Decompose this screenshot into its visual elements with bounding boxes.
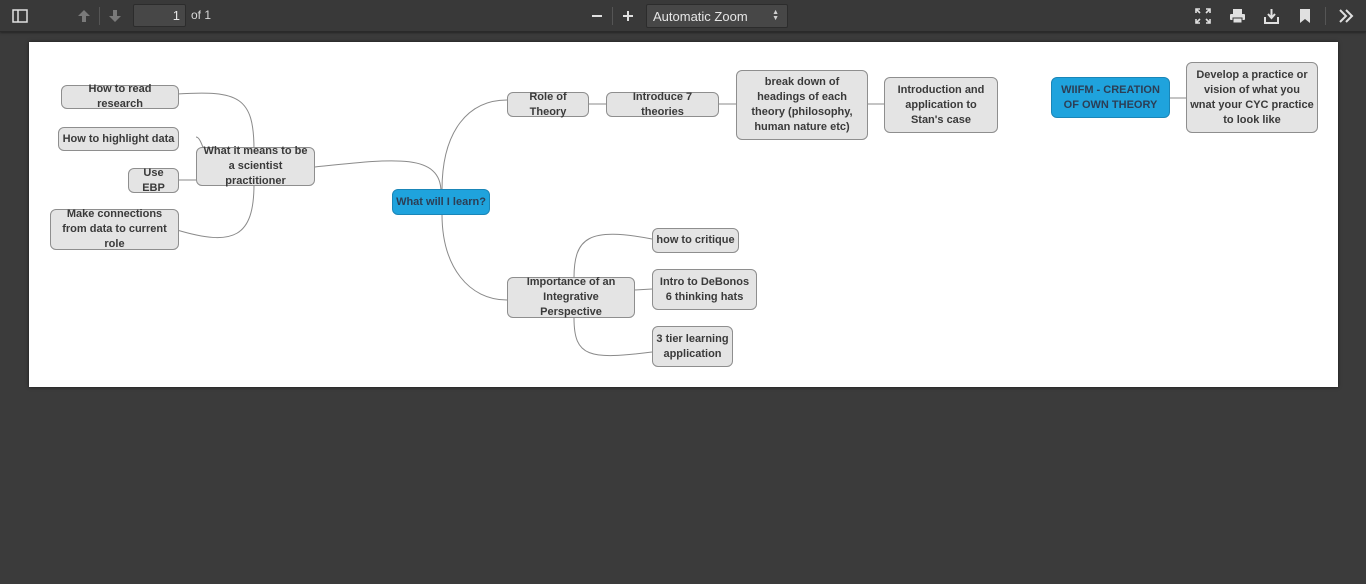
toolbar-divider [612, 7, 613, 25]
presentation-mode-icon[interactable] [1189, 4, 1217, 28]
connector-line [314, 160, 442, 193]
node-make-connections[interactable]: Make connections from data to current ro… [50, 208, 179, 250]
node-how-to-critique[interactable]: how to critique [652, 228, 739, 253]
node-develop-practice[interactable]: Develop a practice or vision of what you… [1186, 62, 1318, 133]
previous-page-icon[interactable] [70, 4, 98, 28]
connector-line [441, 99, 508, 191]
connector-line [176, 92, 255, 151]
connector-line [176, 183, 255, 238]
node-debonos-hats[interactable]: Intro to DeBonos 6 thinking hats [652, 269, 757, 310]
node-read-research[interactable]: How to read research [61, 83, 179, 110]
connector-line [573, 317, 653, 357]
mindmap-connectors [176, 92, 1186, 357]
node-integrative-perspective[interactable]: Importance of an Integrative Perspective [507, 276, 635, 318]
connector-line [573, 233, 653, 279]
tools-icon[interactable] [1332, 4, 1360, 28]
zoom-select[interactable]: Automatic Zoom ▲▼ [646, 4, 788, 28]
sidebar-toggle-icon[interactable] [6, 4, 34, 28]
node-scientist-practitioner[interactable]: What it means to be a scientist practiti… [196, 145, 315, 187]
document-page: How to read research How to highlight da… [29, 42, 1338, 387]
pdf-toolbar: of 1 Automatic Zoom ▲▼ [0, 0, 1366, 32]
node-use-ebp[interactable]: Use EBP [128, 167, 179, 194]
download-icon[interactable] [1257, 4, 1285, 28]
zoom-in-icon[interactable] [614, 4, 642, 28]
page-number-input[interactable] [133, 4, 186, 27]
bookmark-icon[interactable] [1291, 4, 1319, 28]
zoom-out-icon[interactable] [583, 4, 611, 28]
node-introduce-theories[interactable]: Introduce 7 theories [606, 91, 719, 118]
chevron-updown-icon: ▲▼ [772, 9, 779, 22]
node-break-down-headings[interactable]: break down of headings of each theory (p… [736, 70, 868, 140]
toolbar-divider [99, 7, 100, 25]
print-icon[interactable] [1223, 4, 1251, 28]
page-count-label: of 1 [191, 8, 212, 22]
connector-line [633, 288, 653, 291]
next-page-icon[interactable] [101, 4, 129, 28]
node-intro-application[interactable]: Introduction and application to Stan's c… [884, 77, 998, 133]
node-three-tier-learning[interactable]: 3 tier learning application [652, 326, 733, 367]
node-central-topic[interactable]: What will I learn? [392, 189, 490, 215]
zoom-select-value: Automatic Zoom [653, 9, 748, 24]
connector-line [441, 213, 508, 301]
node-role-of-theory[interactable]: Role of Theory [507, 91, 589, 118]
node-wiifm[interactable]: WIIFM - CREATION OF OWN THEORY [1051, 77, 1170, 118]
toolbar-divider [1325, 7, 1326, 25]
node-highlight-data[interactable]: How to highlight data [58, 127, 179, 151]
